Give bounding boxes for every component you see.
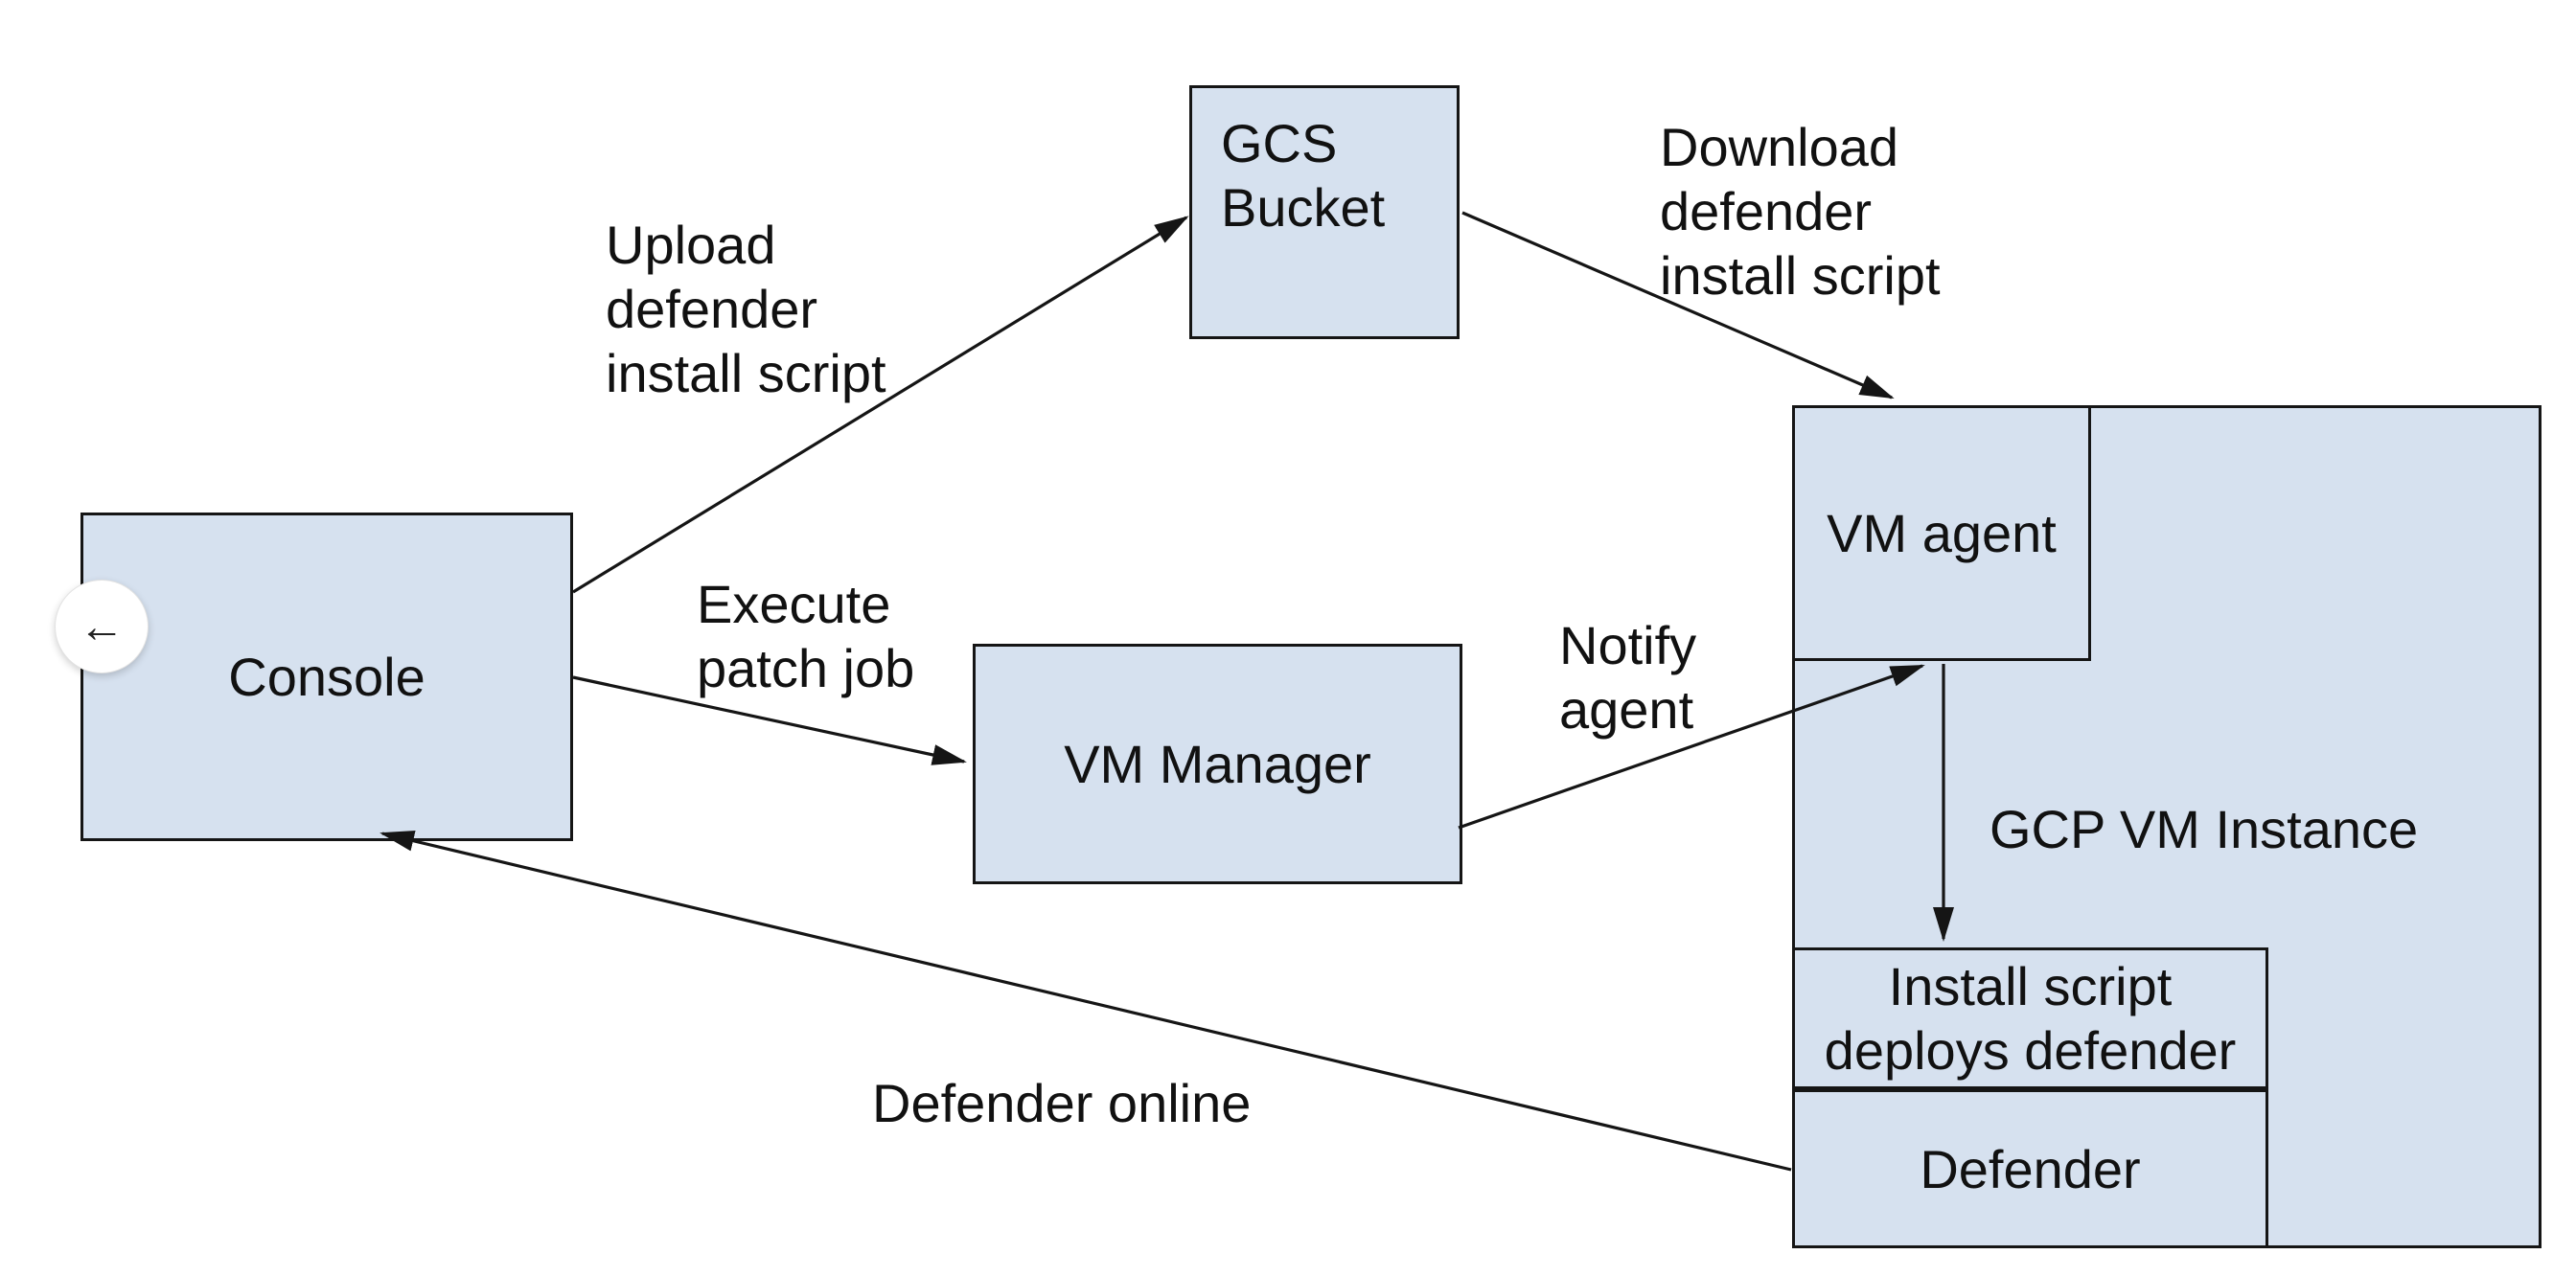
node-defender: Defender <box>1792 1089 2268 1248</box>
node-gcs-bucket-label-line1: GCS <box>1221 113 1338 173</box>
edge-label-upload-defender-install-script: Upload defender install script <box>606 215 886 403</box>
edge-label-download-defender-install-script: Download defender install script <box>1660 117 1941 306</box>
node-vm-manager-label: VM Manager <box>1064 734 1371 794</box>
node-gcp-vm-instance-label: GCP VM Instance <box>1990 799 2419 859</box>
back-button[interactable]: ← <box>55 580 149 673</box>
edge-label-notify-agent: Notify agent <box>1559 615 1697 740</box>
edge-label-defender-online: Defender online <box>872 1073 1252 1133</box>
node-defender-label: Defender <box>1920 1138 2141 1199</box>
node-gcs-bucket: GCS Bucket <box>1189 85 1460 339</box>
node-install-script: Install script deploys defender <box>1792 947 2268 1089</box>
node-console: Console <box>80 513 573 841</box>
edge-label-execute-patch-job: Execute patch job <box>697 574 915 698</box>
node-vm-agent: VM agent <box>1792 405 2091 661</box>
node-vm-manager: VM Manager <box>973 644 1462 884</box>
node-install-script-label-line1: Install script <box>1888 956 2173 1016</box>
node-gcs-bucket-label-line2: Bucket <box>1221 177 1386 238</box>
back-arrow-icon: ← <box>79 601 125 652</box>
node-vm-agent-label: VM agent <box>1827 503 2057 563</box>
node-console-label: Console <box>228 647 426 707</box>
node-install-script-label-line2: deploys defender <box>1824 1020 2237 1081</box>
